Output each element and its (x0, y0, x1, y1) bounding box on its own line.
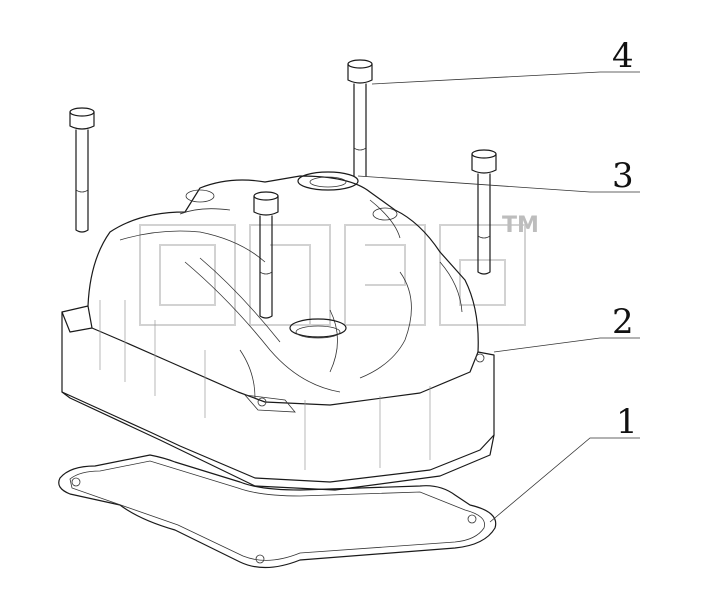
callout-1: 1 (616, 402, 638, 442)
leader-2 (493, 337, 640, 353)
trademark-mark: TM (502, 213, 539, 238)
leader-1 (489, 437, 640, 523)
leader-3 (357, 175, 640, 193)
seal-ring (297, 171, 359, 191)
leader-lines (357, 71, 640, 523)
bolt-center-front (253, 191, 279, 319)
valve-cover (61, 175, 495, 491)
bolt-center-rear (347, 59, 373, 177)
callout-2: 2 (612, 302, 634, 342)
callout-4: 4 (612, 36, 634, 76)
leader-4 (371, 71, 640, 85)
callout-3: 3 (612, 156, 634, 196)
watermark-logo (139, 224, 526, 326)
bolt-right-rear (471, 149, 497, 275)
gasket (58, 454, 497, 569)
bolt-left-rear (69, 107, 95, 233)
